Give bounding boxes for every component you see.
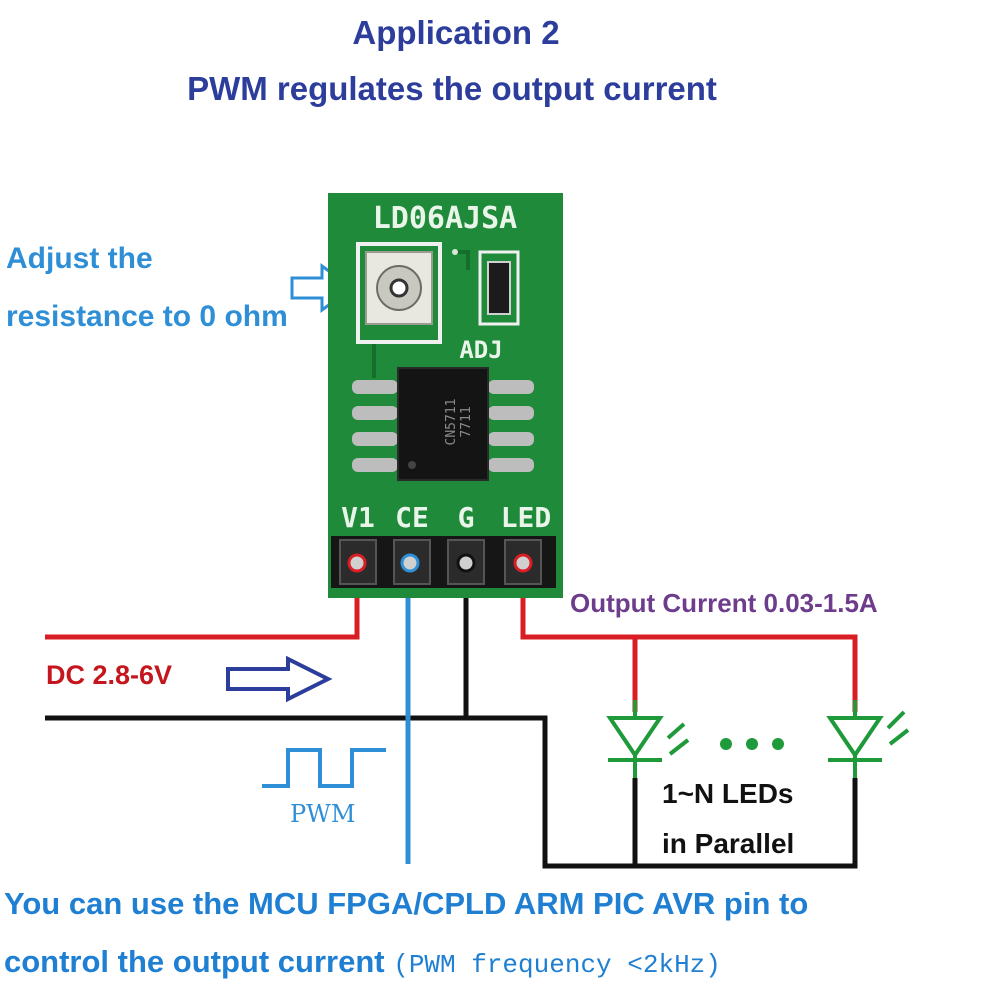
pcb-traces (372, 250, 470, 378)
led-n-icon (826, 700, 910, 778)
pwm-waveform (262, 748, 386, 788)
footer-line-2: control the output current (PWM frequenc… (4, 944, 721, 980)
pin-v1 (347, 553, 367, 573)
ic-marking-line-2: 7711 (459, 406, 474, 437)
pin-ce (400, 553, 420, 573)
pwm-frequency-note: (PWM frequency <2kHz) (393, 950, 721, 980)
title-line-2: PWM regulates the output current (187, 70, 717, 107)
input-arrow-icon (226, 655, 333, 703)
adjust-note-line-2: resistance to 0 ohm (6, 300, 288, 333)
board-model-label: LD06AJSA (373, 201, 518, 236)
wires (45, 562, 858, 869)
pin-label-g: G (458, 501, 475, 534)
ic-pads (352, 380, 534, 472)
potentiometer-frame (356, 242, 442, 344)
led-output-wire (520, 562, 858, 712)
footer-line-2-text: control the output current (4, 944, 385, 979)
input-voltage-label: DC 2.8-6V (46, 660, 173, 690)
pcb-board: LD06AJSA ADJ (328, 193, 563, 598)
pin-led (513, 553, 533, 573)
pin-label-v1: V1 (341, 501, 375, 534)
led-1-icon (606, 700, 690, 778)
pin-label-ce: CE (395, 501, 429, 534)
title-line-1: Application 2 (352, 14, 560, 51)
potentiometer-screw-icon (389, 278, 409, 298)
smd-resistor-outline (478, 250, 520, 326)
output-current-label: Output Current 0.03-1.5A (570, 588, 878, 618)
pin-label-led: LED (501, 501, 552, 534)
leds-label-line-1: 1~N LEDs (662, 778, 794, 809)
adj-label: ADJ (459, 336, 502, 364)
pin-g (456, 553, 476, 573)
more-leds-ellipsis (720, 738, 784, 750)
via (452, 249, 458, 255)
ic-marking-line-1: CN5711 (444, 399, 459, 446)
pwm-label: PWM (290, 800, 356, 828)
adjust-note-line-1: Adjust the (6, 242, 153, 275)
ground-wire (45, 715, 858, 869)
leds-label-line-2: in Parallel (662, 828, 795, 859)
footer-line-1: You can use the MCU FPGA/CPLD ARM PIC AV… (4, 886, 809, 921)
smd-resistor (487, 261, 511, 315)
ic-pin1-marker (408, 461, 416, 469)
header-pins (339, 539, 542, 585)
positive-input-wire (45, 562, 360, 640)
pin-label-strip (332, 497, 558, 533)
